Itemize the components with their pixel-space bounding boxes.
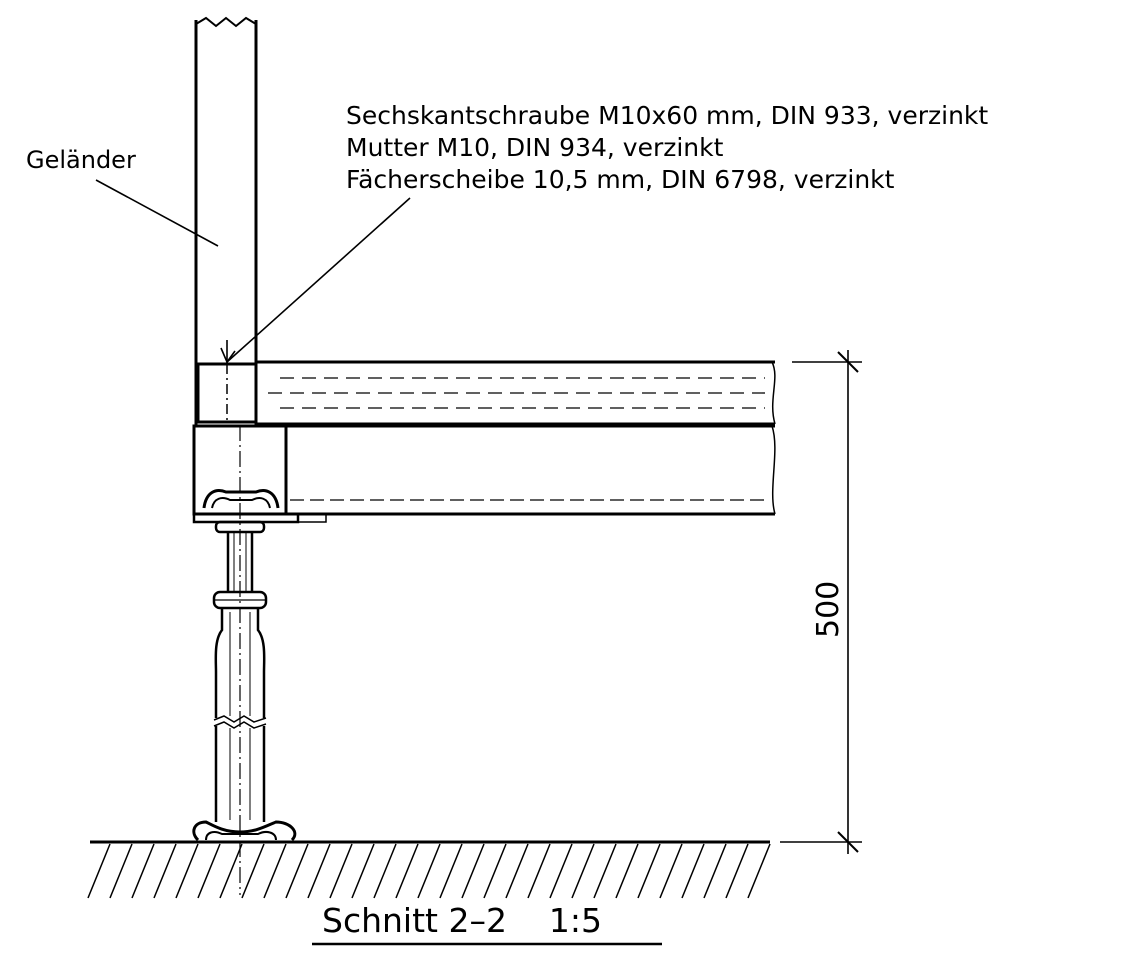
pedestal-shaft: [212, 520, 268, 822]
dimension-label: 500: [811, 581, 846, 638]
ground-hatch-stroke: [439, 843, 463, 899]
ground: [87, 840, 771, 899]
ground-hatch-stroke: [373, 843, 397, 899]
railing-label: Geländer: [26, 146, 136, 174]
section-title-text: Schnitt 2–2 1:5: [322, 901, 602, 940]
ground-hatch-stroke: [747, 843, 771, 899]
plank-hatching: [268, 377, 765, 409]
ground-hatch-stroke: [461, 843, 485, 899]
hardware-label-washer: Fächerscheibe 10,5 mm, DIN 6798, verzink…: [346, 165, 895, 194]
ground-hatch-stroke: [87, 843, 111, 899]
section-title: Schnitt 2–2 1:5: [312, 901, 662, 946]
ground-hatch-stroke: [351, 843, 375, 899]
upper-plank: [256, 360, 776, 426]
ground-hatch-stroke: [527, 843, 551, 899]
ground-hatch-stroke: [197, 843, 221, 899]
lower-beam: [192, 424, 776, 516]
bolt-block: [196, 362, 258, 424]
ground-hatch-stroke: [659, 843, 683, 899]
hardware-leader: [220, 197, 411, 364]
ground-hatch-stroke: [725, 843, 749, 899]
pedestal-base: [192, 820, 297, 842]
ground-hatch-stroke: [329, 843, 353, 899]
ground-hatch-stroke: [153, 843, 177, 899]
railing-leader: [95, 179, 219, 247]
ground-hatch-stroke: [395, 843, 419, 899]
ground-hatch-stroke: [263, 843, 287, 899]
ground-hatch-stroke: [307, 843, 331, 899]
ground-hatch-stroke: [505, 843, 529, 899]
ground-hatch-stroke: [637, 843, 661, 899]
hardware-label-bolt: Sechskantschraube M10x60 mm, DIN 933, ve…: [346, 101, 988, 130]
ground-hatch-stroke: [285, 843, 309, 899]
ground-hatch-stroke: [593, 843, 617, 899]
ground-hatch-stroke: [681, 843, 705, 899]
ground-hatch-stroke: [615, 843, 639, 899]
ground-hatch-stroke: [549, 843, 573, 899]
ground-hatch-stroke: [219, 843, 243, 899]
ground-hatch-stroke: [131, 843, 155, 899]
dimension-500: [780, 350, 862, 854]
hardware-label-nut: Mutter M10, DIN 934, verzinkt: [346, 133, 724, 162]
ground-hatch-stroke: [571, 843, 595, 899]
ground-hatch-stroke: [703, 843, 727, 899]
ground-hatch-stroke: [417, 843, 441, 899]
ground-hatch-stroke: [109, 843, 133, 899]
ground-hatch-stroke: [241, 843, 265, 899]
railing-post: [194, 16, 258, 425]
ground-hatch-stroke: [483, 843, 507, 899]
ground-hatch-stroke: [175, 843, 199, 899]
